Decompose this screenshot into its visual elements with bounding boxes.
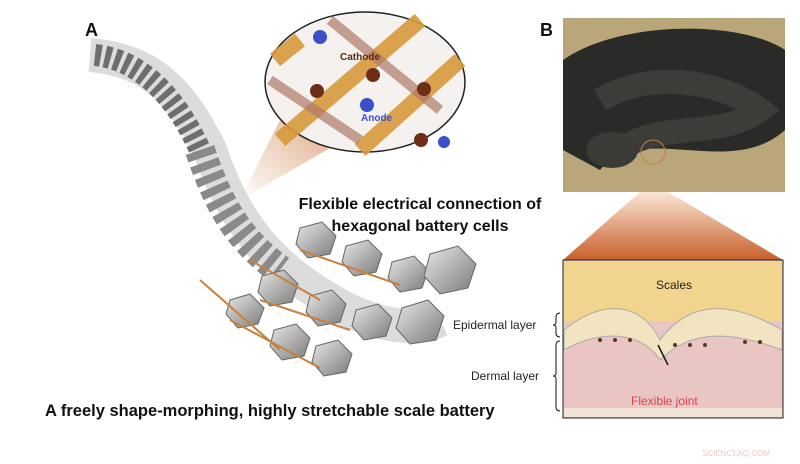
skin-cross-section <box>562 259 784 419</box>
snake-photo <box>563 18 785 192</box>
dermal-bracket <box>552 340 561 412</box>
epidermal-label: Epidermal layer <box>453 318 537 332</box>
connection-caption-line2: hexagonal battery cells <box>331 218 509 235</box>
watermark: SCIENCEAQ.COM <box>702 449 771 458</box>
epidermal-bracket <box>552 312 561 338</box>
scale-battery-strip <box>88 38 477 377</box>
anode-label: Anode <box>361 113 393 124</box>
electrode-zoom-inset <box>264 11 466 156</box>
dermal-label: Dermal layer <box>471 369 540 383</box>
main-caption: A freely shape-morphing, highly stretcha… <box>45 402 495 420</box>
cathode-label: Cathode <box>340 52 380 63</box>
panel-label-b: B <box>540 20 553 40</box>
panel-label-a: A <box>85 20 98 40</box>
connection-caption-line1: Flexible electrical connection of <box>298 196 542 213</box>
zoom-cone-b <box>563 192 783 260</box>
flexible-joint-label: Flexible joint <box>631 394 698 408</box>
scales-label: Scales <box>656 278 693 292</box>
